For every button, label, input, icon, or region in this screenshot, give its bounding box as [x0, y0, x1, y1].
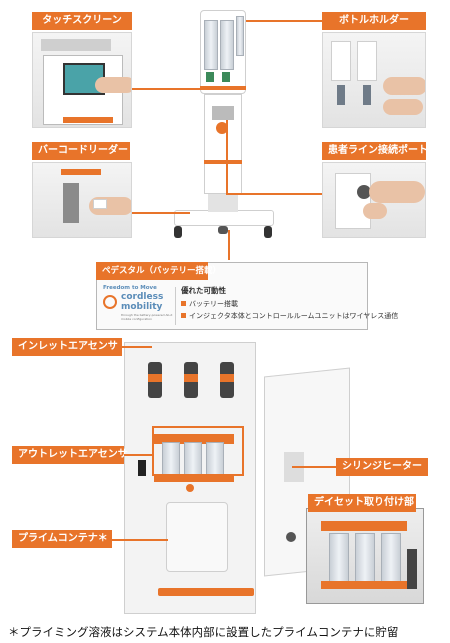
footnote: ＊プライミング溶液はシステム本体内部に設置したプライムコンテナに貯留 — [8, 625, 399, 639]
badge-small-text: through the battery-powered Ab-X mobile … — [121, 313, 173, 321]
pedestal-bullet-2: インジェクタ本体とコントロールルームユニットはワイヤレス通信 — [181, 311, 398, 321]
badge-cordless-text: cordless — [121, 292, 164, 302]
barcode-reader-photo — [32, 162, 132, 238]
touchscreen-photo — [32, 32, 132, 128]
pedestal-bullet-1: バッテリー搭載 — [181, 299, 238, 309]
connector-line — [226, 193, 322, 195]
pedestal-bullet-1-text: バッテリー搭載 — [189, 300, 238, 308]
connector-line — [122, 346, 152, 348]
injector-interior-image — [124, 342, 354, 614]
connector-line — [228, 230, 230, 260]
outlet-air-sensor-label: アウトレットエアセンサ — [12, 446, 128, 464]
patient-line-port-photo — [322, 162, 426, 238]
bottle-holder-label: ボトルホルダー — [322, 12, 426, 30]
barcode-reader-label: バーコードリーダー — [32, 142, 130, 160]
touchscreen-label: タッチスクリーン — [32, 12, 132, 30]
connector-line — [124, 454, 152, 456]
connector-line — [226, 120, 228, 194]
bottle-holder-photo — [322, 32, 426, 128]
prime-container-label: プライムコンテナ＊ — [12, 530, 112, 548]
injector-system-image — [168, 10, 278, 250]
inlet-sensor-highlight — [144, 350, 250, 398]
dayset-mount-photo — [306, 508, 424, 604]
pedestal-label: ペデスタル（バッテリー搭載） — [96, 262, 221, 280]
inlet-air-sensor-label: インレットエアセンサ — [12, 338, 122, 356]
connector-line — [132, 212, 190, 214]
dayset-mount-label: デイセット取り付け部 — [308, 494, 416, 512]
pedestal-divider — [175, 287, 176, 325]
connector-line — [292, 466, 336, 468]
pedestal-bullet-2-text: インジェクタ本体とコントロールルームユニットはワイヤレス通信 — [189, 312, 399, 320]
cordless-mobility-badge: Freedom to Move cordless mobility throug… — [103, 285, 173, 325]
pedestal-info-box: ペデスタル（バッテリー搭載） Freedom to Move cordless … — [96, 262, 398, 330]
patient-line-port-label: 患者ライン接続ポート — [322, 142, 428, 160]
connector-line — [132, 88, 210, 90]
outlet-sensor-highlight — [152, 426, 244, 476]
mobility-heading: 優れた可動性 — [181, 286, 226, 295]
badge-top-text: Freedom to Move — [103, 285, 157, 291]
syringe-heater-label: シリンジヒーター — [336, 458, 428, 476]
connector-line — [246, 20, 322, 22]
connector-line — [112, 539, 168, 541]
badge-mobility-text: mobility — [121, 302, 163, 312]
